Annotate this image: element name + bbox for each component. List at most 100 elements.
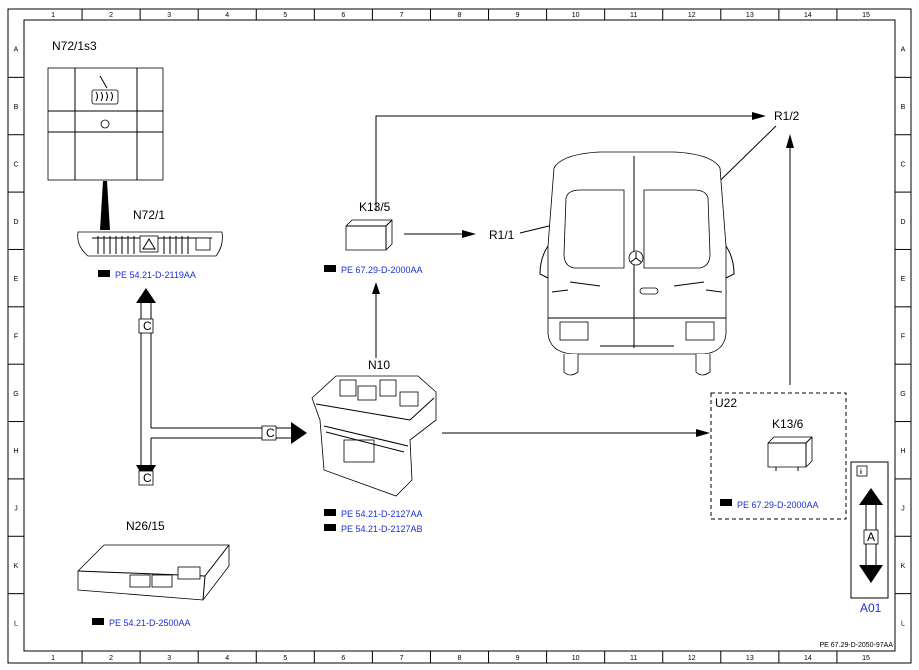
n10-reference-text-b: PE 54.21-D-2127AB	[341, 524, 423, 534]
grid-labels: 1122334455667788991010111112121313141415…	[13, 12, 905, 662]
bus-label-c-right: C	[261, 425, 277, 441]
grid-row-label-left: K	[14, 563, 19, 570]
grid-col-label-bottom: 12	[688, 655, 696, 662]
n10-module-drawing	[311, 375, 437, 497]
grid-col-label-top: 11	[630, 12, 637, 19]
legend-arrow-up-icon	[859, 488, 883, 505]
grid-row-label-left: D	[13, 219, 18, 226]
grid-row-label-left: C	[13, 161, 18, 168]
grid-row-label-left: A	[14, 47, 19, 54]
grid-row-label-left: J	[14, 506, 18, 513]
svg-text:i: i	[860, 469, 862, 476]
k13-6-label: K13/6	[772, 417, 804, 431]
svg-text:C: C	[266, 426, 275, 440]
n10-reference-link-b[interactable]: PE 54.21-D-2127AB	[324, 524, 423, 534]
bus-label-c-top: C	[138, 318, 154, 334]
r1-1-label: R1/1	[489, 228, 515, 242]
grid-col-label-bottom: 14	[804, 655, 812, 662]
grid-col-label-bottom: 15	[862, 655, 870, 662]
n72-1-label: N72/1	[133, 208, 165, 222]
grid-row-label-right: K	[901, 563, 906, 570]
pointer-hand-icon	[92, 618, 104, 625]
n10-reference-text-a: PE 54.21-D-2127AA	[341, 509, 423, 519]
grid-col-label-bottom: 8	[458, 655, 462, 662]
can-bus-lines	[136, 288, 307, 482]
k13-5-reference-link[interactable]: PE 67.29-D-2000AA	[324, 265, 423, 275]
grid-col-label-bottom: 4	[225, 655, 229, 662]
grid-col-label-bottom: 1	[51, 655, 55, 662]
k13-6-relay-drawing	[767, 436, 813, 471]
grid-col-label-top: 5	[283, 12, 287, 19]
grid-col-label-top: 6	[341, 12, 345, 19]
grid-row-label-left: E	[14, 276, 19, 283]
pointer-hand-icon	[324, 524, 336, 531]
legend-code: A01	[860, 601, 882, 615]
grid-col-label-top: 14	[804, 12, 812, 19]
n72-1s3-switch-drawing	[47, 67, 164, 181]
n72-1-panel-drawing	[77, 231, 223, 257]
u22-label: U22	[715, 396, 737, 410]
grid-col-label-top: 3	[167, 12, 171, 19]
grid-col-label-bottom: 2	[109, 655, 113, 662]
pointer-hand-icon	[324, 509, 336, 516]
grid-row-label-right: J	[901, 506, 905, 513]
van-rear-illustration	[539, 151, 735, 376]
grid-col-label-top: 7	[399, 12, 403, 19]
u22-group-box	[710, 392, 847, 520]
grid-col-label-top: 13	[746, 12, 754, 19]
grid-col-label-top: 12	[688, 12, 696, 19]
grid-row-label-right: B	[901, 104, 906, 111]
n72-1s3-label: N72/1s3	[52, 39, 97, 53]
n10-reference-link-a[interactable]: PE 54.21-D-2127AA	[324, 509, 423, 519]
grid-col-label-top: 9	[516, 12, 520, 19]
n72-1-reference-link[interactable]: PE 54.21-D-2119AA	[98, 270, 196, 280]
grid-row-label-right: C	[900, 161, 905, 168]
grid-ticks	[8, 9, 911, 663]
grid-row-label-left: F	[14, 334, 18, 341]
n10-label: N10	[368, 358, 390, 372]
grid-col-label-bottom: 13	[746, 655, 754, 662]
grid-row-label-left: L	[14, 620, 18, 627]
grid-col-label-top: 4	[225, 12, 229, 19]
n26-15-reference-text: PE 54.21-D-2500AA	[109, 618, 191, 628]
grid-col-label-top: 10	[572, 12, 580, 19]
grid-row-label-right: G	[900, 391, 905, 398]
k13-5-relay-drawing	[345, 219, 393, 251]
grid-col-label-top: 15	[862, 12, 870, 19]
legend: i A	[850, 461, 889, 599]
bus-label-c-bottom: C	[138, 470, 154, 486]
grid-row-label-right: D	[900, 219, 905, 226]
svg-text:C: C	[143, 319, 152, 333]
grid-col-label-bottom: 6	[341, 655, 345, 662]
footer-code: PE 67.29-D-2050-97AA	[819, 642, 893, 649]
k13-5-label: K13/5	[359, 200, 391, 214]
grid-col-label-bottom: 11	[630, 655, 637, 662]
info-icon	[856, 465, 868, 477]
pointer-hand-icon	[324, 265, 336, 272]
k13-6-reference-link[interactable]: PE 67.29-D-2000AA	[720, 499, 819, 510]
grid-row-label-right: E	[901, 276, 906, 283]
r1-2-label: R1/2	[774, 109, 800, 123]
grid-row-label-right: F	[901, 334, 905, 341]
inner-frame	[23, 19, 896, 652]
pointer-hand-icon	[720, 499, 732, 506]
legend-arrow-down-icon	[859, 565, 883, 583]
n72-1-reference-text: PE 54.21-D-2119AA	[115, 270, 196, 280]
grid-col-label-bottom: 3	[167, 655, 171, 662]
grid-row-label-right: A	[901, 47, 906, 54]
grid-col-label-bottom: 9	[516, 655, 520, 662]
svg-text:C: C	[143, 471, 152, 485]
n26-15-reference-link[interactable]: PE 54.21-D-2500AA	[92, 618, 191, 628]
grid-row-label-left: H	[13, 448, 18, 455]
grid-row-label-right: H	[900, 448, 905, 455]
bus-arrow-right	[291, 422, 307, 444]
legend-bus-label: A	[867, 530, 875, 544]
grid-col-label-bottom: 5	[283, 655, 287, 662]
n26-15-label: N26/15	[126, 519, 165, 533]
grid-col-label-bottom: 7	[399, 655, 403, 662]
grid-col-label-top: 8	[458, 12, 462, 19]
grid-col-label-top: 1	[51, 12, 55, 19]
switch-connector	[100, 181, 110, 230]
grid-col-label-top: 2	[109, 12, 113, 19]
grid-col-label-bottom: 10	[572, 655, 580, 662]
